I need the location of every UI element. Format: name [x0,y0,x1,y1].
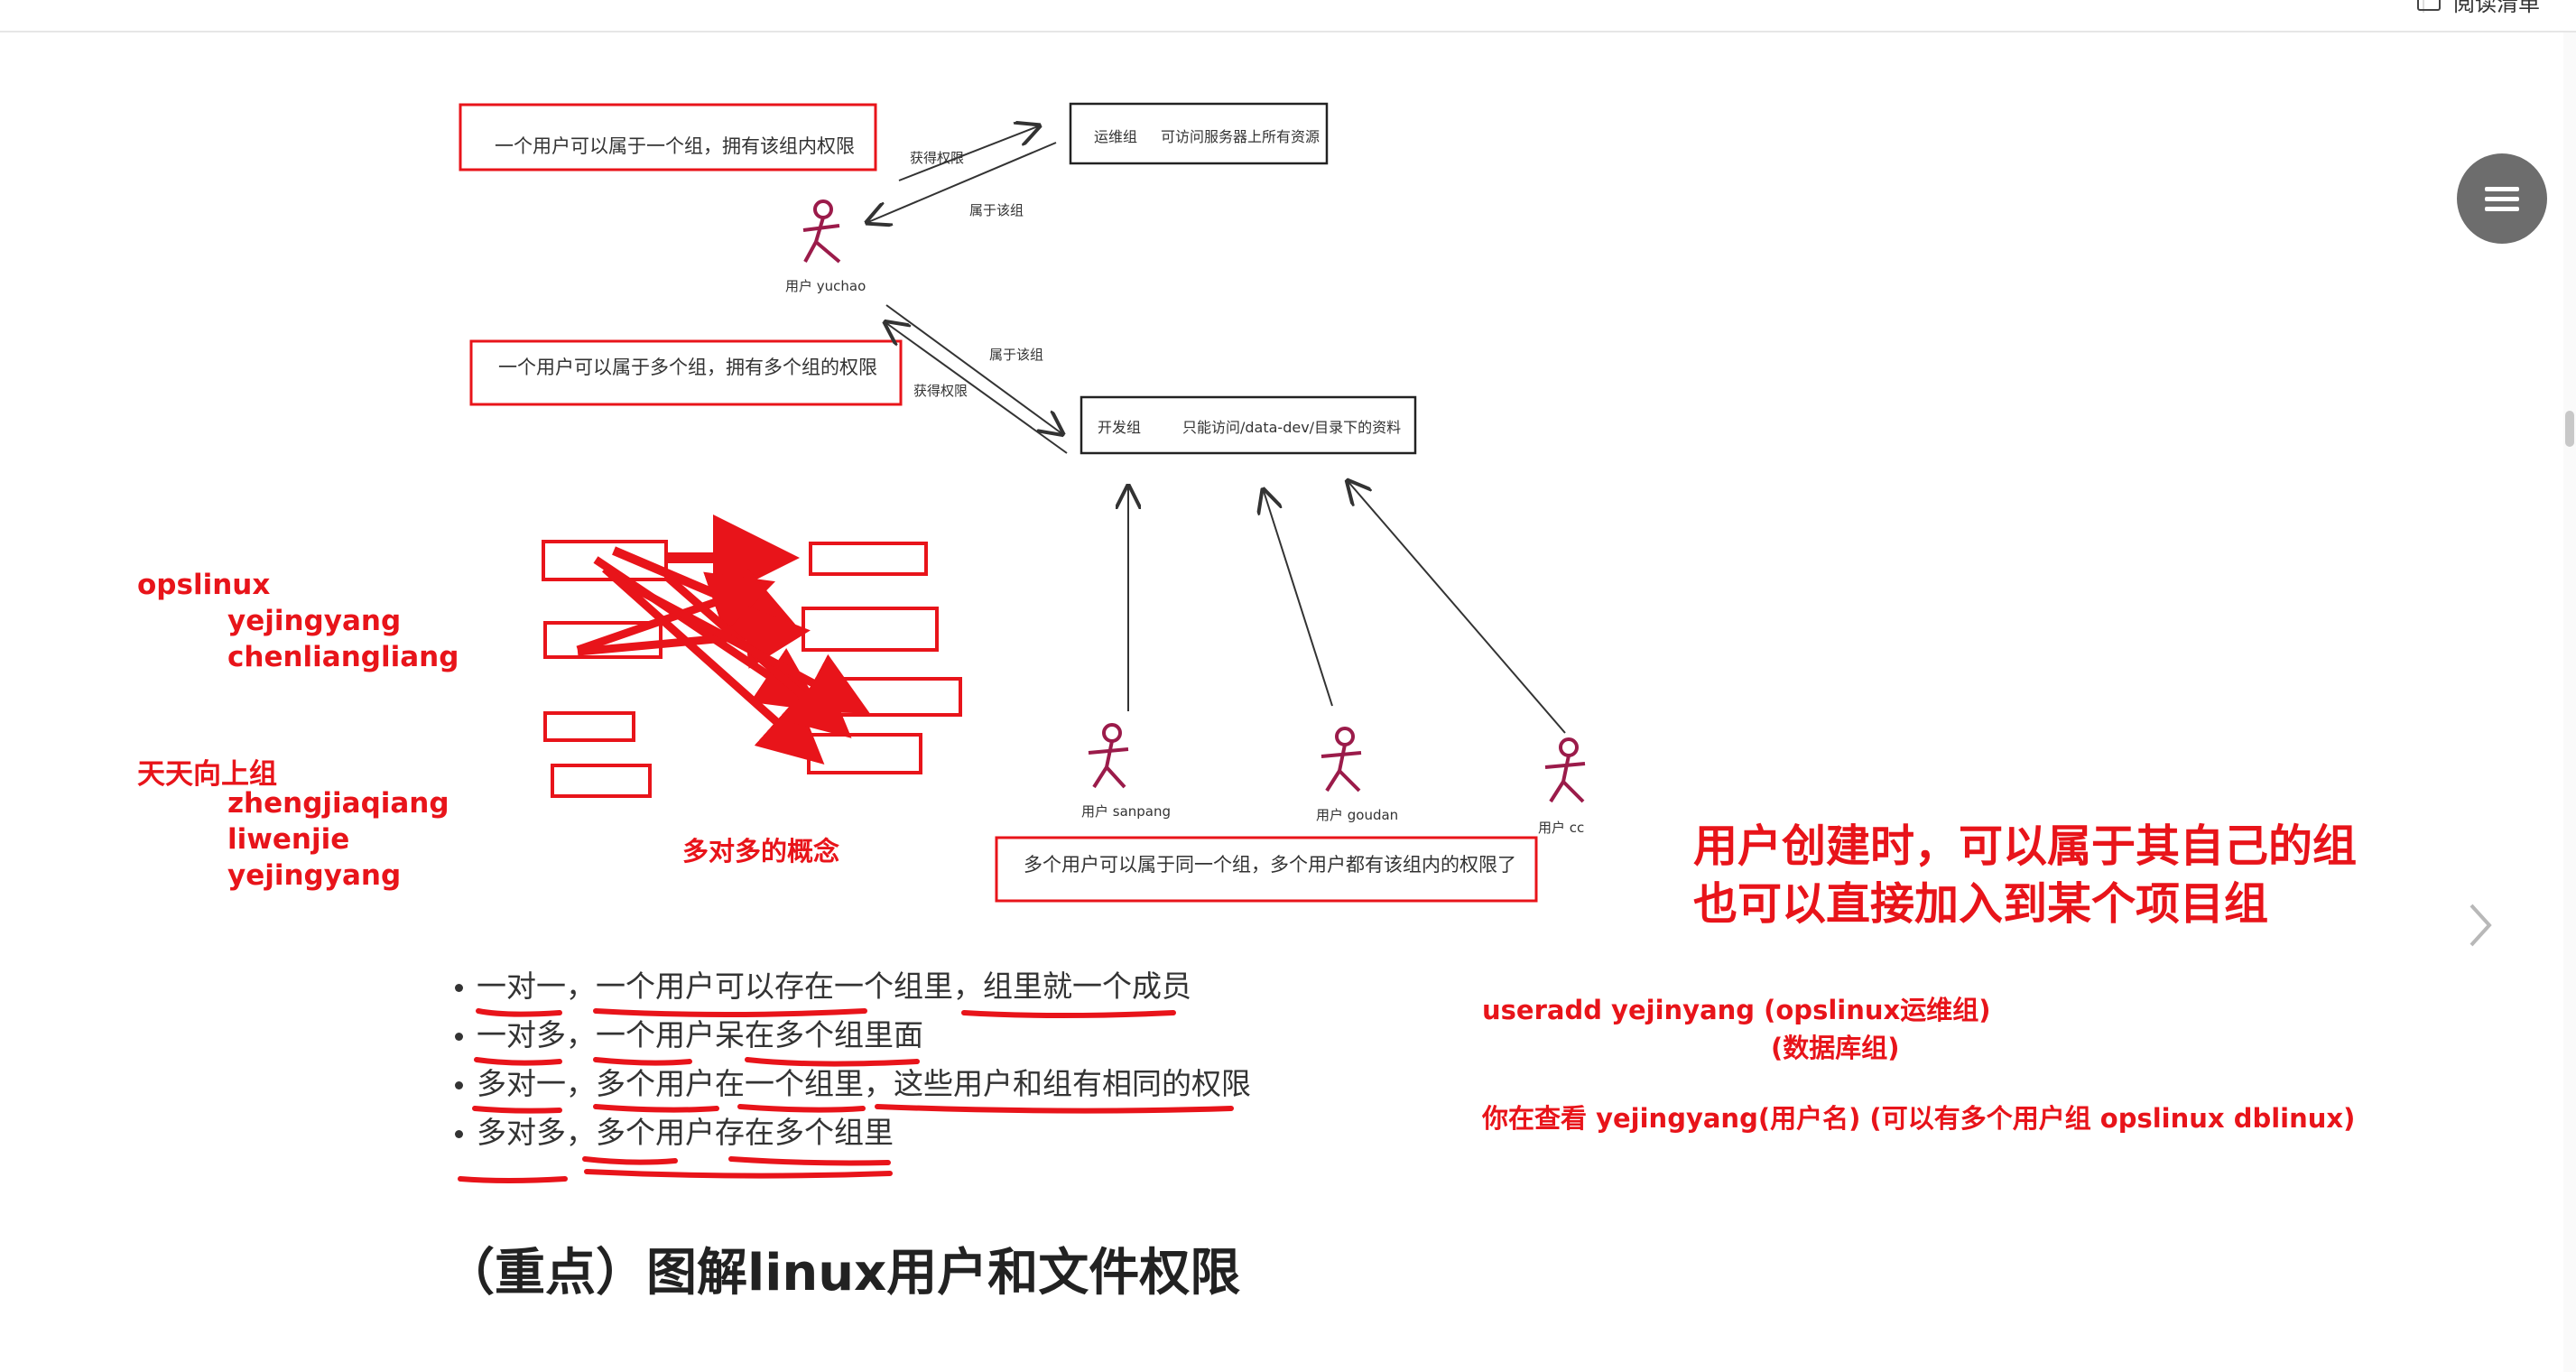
ops-group-desc: 可访问服务器上所有资源 [1161,128,1320,145]
toolbar-divider [2423,0,2424,13]
reading-list-label: 阅读清单 [2453,0,2540,16]
stick-figure-icon [1544,737,1586,803]
reading-list-icon [2417,0,2441,11]
note-multi-group: 一个用户可以属于多个组，拥有多个组的权限 [498,357,877,378]
reading-list-button[interactable]: 阅读清单 [2417,0,2540,16]
relationship-list: 一对一，一个用户可以存在一个组里，组里就一个成员 一对多，一个用户呆在多个组里面… [451,962,1251,1157]
annotation-view-user: 你在查看 yejingyang(用户名) (可以有多个用户组 opslinux … [1482,1103,2356,1134]
list-item: 多对一，多个用户在一个组里，这些用户和组有相同的权限 [451,1060,1251,1108]
note-one-group: 一个用户可以属于一个组，拥有该组内权限 [495,135,855,157]
annotation-opslinux: opslinux [137,569,271,601]
browser-toolbar: 阅读清单 [0,0,2576,32]
list-item: 一对一，一个用户可以存在一个组里，组里就一个成员 [451,962,1251,1011]
arrow-yuchao-to-dev [885,304,1061,433]
annotation-useradd-cmd2: (数据库组) [1771,1033,1900,1063]
arrow-ops-to-yuchao [868,142,1057,222]
underline-scribbles [458,1008,1234,1183]
menu-icon [2485,181,2519,217]
list-item: 一对多，一个用户呆在多个组里面 [451,1011,1251,1060]
note-many-users: 多个用户可以属于同一个组，多个用户都有该组内的权限了 [1024,854,1516,876]
ops-group-box [1069,102,1329,165]
chevron-right-icon[interactable] [2462,898,2498,952]
annotation-tiantian-member: yejingyang [227,859,402,892]
note-one-group-box [459,103,877,172]
note-many-users-box [995,836,1538,903]
stick-figure-icon [802,199,841,264]
annotation-useradd-cmd: useradd yejinyang (opslinux运维组) [1482,995,1991,1025]
annotation-many-to-many: 多对多的概念 [682,836,840,867]
annotation-opslinux-member: yejingyang [227,605,402,637]
user-cc-label: 用户 cc [1538,820,1585,836]
edge-get-perm-1: 获得权限 [910,150,965,166]
scrollbar-thumb[interactable] [2565,411,2574,447]
annotation-tiantian-member: zhengjiaqiang [227,787,449,820]
annotation-opslinux-member: chenliangliang [227,641,459,673]
stick-figure-icon [1088,723,1129,789]
user-sanpang-label: 用户 sanpang [1081,803,1172,820]
edge-belong-2: 属于该组 [989,347,1044,363]
stick-figure-icon [1320,727,1362,793]
user-yuchao-label: 用户 yuchao [785,278,866,294]
arrow-yuchao-to-ops [898,126,1038,181]
user-goudan-label: 用户 goudan [1316,807,1399,823]
list-item: 多对多，多个用户存在多个组里 [451,1108,1251,1157]
many-to-many-sketch [542,514,962,798]
arrow-dev-to-yuchao [886,323,1068,454]
annotation-tiantian-member: liwenjie [227,823,350,856]
dev-group-desc: 只能访问/data-dev/目录下的资料 [1182,419,1402,436]
menu-button[interactable] [2457,153,2547,244]
note-multi-group-box [469,339,903,406]
dev-group-box [1080,395,1417,455]
arrow-goudan-to-dev [1264,491,1333,707]
scrollbar-track[interactable] [2563,32,2576,1372]
arrow-cc-to-dev [1348,482,1566,734]
annotation-user-create-line1: 用户创建时，可以属于其自己的组 [1693,820,2358,872]
dev-group-label: 开发组 [1098,419,1142,436]
edge-belong-1: 属于该组 [969,202,1024,218]
section-heading: （重点）图解linux用户和文件权限 [444,1244,1241,1302]
edge-get-perm-2: 获得权限 [913,383,968,399]
ops-group-label: 运维组 [1094,128,1138,145]
annotation-user-create-line2: 也可以直接加入到某个项目组 [1693,878,2269,930]
annotation-group-tiantian: 天天向上组 [137,758,277,791]
